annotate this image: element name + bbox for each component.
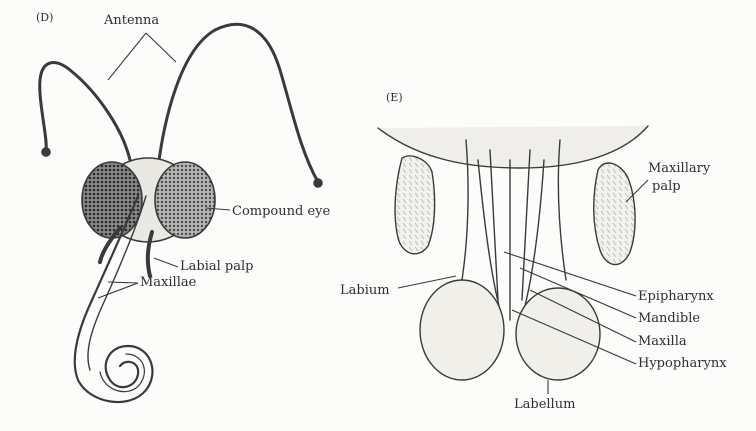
maxillae-leader <box>98 282 138 298</box>
maxillae-label: Maxillae <box>140 276 196 289</box>
right-maxillary-palp <box>594 163 635 265</box>
antenna-label: Antenna <box>104 14 159 27</box>
hypopharynx-label: Hypopharynx <box>638 357 727 370</box>
epipharynx-stylet <box>490 150 498 300</box>
labial-palp-label: Labial palp <box>180 260 253 273</box>
maxillary-palp-label-line2: palp <box>652 180 681 193</box>
panel-e-drawing <box>378 126 648 380</box>
labellum-label: Labellum <box>514 398 575 411</box>
panel-d-tag: (D) <box>36 12 53 23</box>
right-compound-eye <box>155 162 215 238</box>
maxilla-label: Maxilla <box>638 335 687 348</box>
maxilla-stylet-right <box>524 160 544 310</box>
left-compound-eye <box>82 162 142 238</box>
mandible-stylet <box>522 150 530 300</box>
epipharynx-label: Epipharynx <box>638 290 714 303</box>
left-maxillary-palp <box>395 156 435 254</box>
labium-label: Labium <box>340 284 390 297</box>
maxillary-palp-label-line1: Maxillary <box>648 162 710 175</box>
panel-e-tag: (E) <box>386 92 403 103</box>
mandible-label: Mandible <box>638 312 700 325</box>
left-antenna-club <box>42 148 50 156</box>
right-antenna <box>158 24 318 182</box>
compound-eye-label: Compound eye <box>232 205 330 218</box>
left-antenna <box>40 63 132 170</box>
right-labial-palp <box>148 232 152 276</box>
antenna-leader <box>108 33 176 80</box>
right-labellum-lobe <box>516 288 600 380</box>
labial-palp-leader <box>154 258 178 267</box>
right-antenna-club <box>314 179 322 187</box>
left-labellum-lobe <box>420 280 504 380</box>
